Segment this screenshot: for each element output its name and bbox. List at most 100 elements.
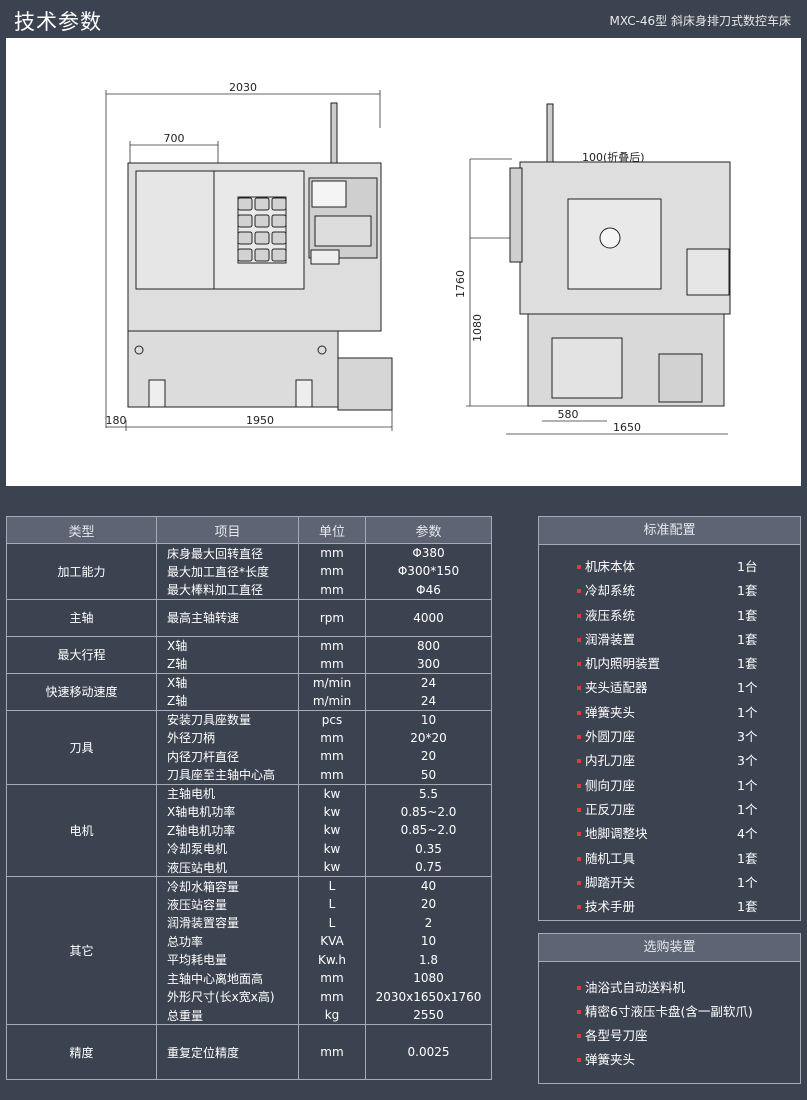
bullet-icon	[577, 735, 581, 740]
config-item-qty: 1个	[737, 874, 758, 890]
config-item-name: 润滑装置	[585, 631, 636, 647]
config-item-qty: 3个	[737, 753, 758, 769]
config-item-qty: 1个	[737, 704, 758, 720]
config-item-name: 夹头适配器	[585, 680, 648, 696]
config-item-name: 技术手册	[585, 899, 636, 915]
spec-unit: kw	[298, 858, 366, 877]
config-item-name: 随机工具	[585, 850, 636, 866]
config-item-name: 地脚调整块	[585, 826, 648, 842]
bullet-icon	[577, 710, 581, 715]
bullet-icon	[577, 1034, 581, 1038]
spec-item: 外径刀柄	[156, 728, 299, 747]
bullet-icon	[577, 880, 581, 885]
spec-value: 0.85~2.0	[365, 821, 492, 840]
bullet-icon	[577, 637, 581, 642]
list-item: 地脚调整块 4个	[577, 824, 800, 848]
config-item-name: 脚踏开关	[585, 874, 636, 890]
list-item: 脚踏开关 1个	[577, 873, 800, 897]
spec-value: 5.5	[365, 783, 492, 803]
spec-item: 安装刀具座数量	[156, 709, 299, 729]
model-name: MXC-46型 斜床身排刀式数控车床	[609, 14, 792, 28]
standard-config-title: 标准配置	[539, 517, 800, 545]
spec-item: Z轴	[156, 691, 299, 711]
spec-value: Φ380	[365, 543, 492, 562]
bullet-icon	[577, 662, 581, 667]
config-item-qty: 1个	[737, 777, 758, 793]
spec-unit: L	[298, 895, 366, 914]
config-item-name: 正反刀座	[585, 801, 636, 817]
spec-item: 主轴电机	[156, 783, 299, 803]
spec-unit: L	[298, 876, 366, 895]
spec-value: Φ46	[365, 580, 492, 600]
list-item: 各型号刀座	[577, 1026, 800, 1050]
spec-value: 2550	[365, 1006, 492, 1025]
config-item-qty: 1套	[737, 656, 758, 672]
spec-value: 20	[365, 747, 492, 766]
bullet-icon	[577, 613, 581, 618]
config-item-qty: 4个	[737, 826, 758, 842]
bullet-icon	[577, 1010, 581, 1014]
config-item-name: 外圆刀座	[585, 729, 636, 745]
dim-700: 700	[164, 132, 185, 145]
config-item-qty: 1套	[737, 899, 758, 915]
header-unit: 单位	[298, 516, 366, 544]
spec-unit: mm	[298, 1024, 366, 1080]
spec-unit: m/min	[298, 691, 366, 711]
spec-unit: mm	[298, 969, 366, 988]
spec-value: 2030x1650x1760	[365, 987, 492, 1006]
spec-value: 50	[365, 765, 492, 785]
config-item-name: 内孔刀座	[585, 753, 636, 769]
spec-category: 精度	[6, 1024, 157, 1080]
spec-item: 主轴中心离地面高	[156, 969, 299, 988]
spec-item: 总重量	[156, 1006, 299, 1025]
option-item-name: 各型号刀座	[585, 1028, 648, 1043]
side-view	[509, 103, 731, 407]
spec-item: 最高主轴转速	[156, 598, 299, 637]
spec-item: 液压站电机	[156, 858, 299, 877]
list-item: 油浴式自动送料机	[577, 978, 800, 1002]
bullet-icon	[577, 589, 581, 594]
spec-unit: kw	[298, 783, 366, 803]
header-value: 参数	[365, 516, 492, 544]
dim-2030: 2030	[229, 81, 257, 94]
spec-value: 300	[365, 654, 492, 674]
bullet-icon	[577, 905, 581, 910]
config-item-qty: 1套	[737, 850, 758, 866]
bullet-icon	[577, 783, 581, 788]
spec-unit: kw	[298, 821, 366, 840]
spec-category: 电机	[6, 783, 157, 877]
spec-value: 24	[365, 691, 492, 711]
spec-value: 800	[365, 635, 492, 655]
dim-1650: 1650	[613, 421, 641, 434]
spec-value: 24	[365, 672, 492, 692]
list-item: 精密6寸液压卡盘(含一副软爪)	[577, 1002, 800, 1026]
spec-value: 1080	[365, 969, 492, 988]
list-item: 技术手册 1套	[577, 897, 800, 921]
spec-unit: mm	[298, 987, 366, 1006]
spec-value: 10	[365, 932, 492, 951]
config-item-name: 机床本体	[585, 559, 636, 574]
spec-value: 2	[365, 913, 492, 932]
page-header: 技术参数 MXC-46型 斜床身排刀式数控车床	[0, 0, 807, 38]
spec-value: 0.75	[365, 858, 492, 877]
config-item-name: 冷却系统	[585, 583, 636, 599]
optional-config-list: 油浴式自动送料机精密6寸液压卡盘(含一副软爪)各型号刀座弹簧夹头	[539, 962, 800, 1074]
spec-category: 最大行程	[6, 635, 157, 674]
